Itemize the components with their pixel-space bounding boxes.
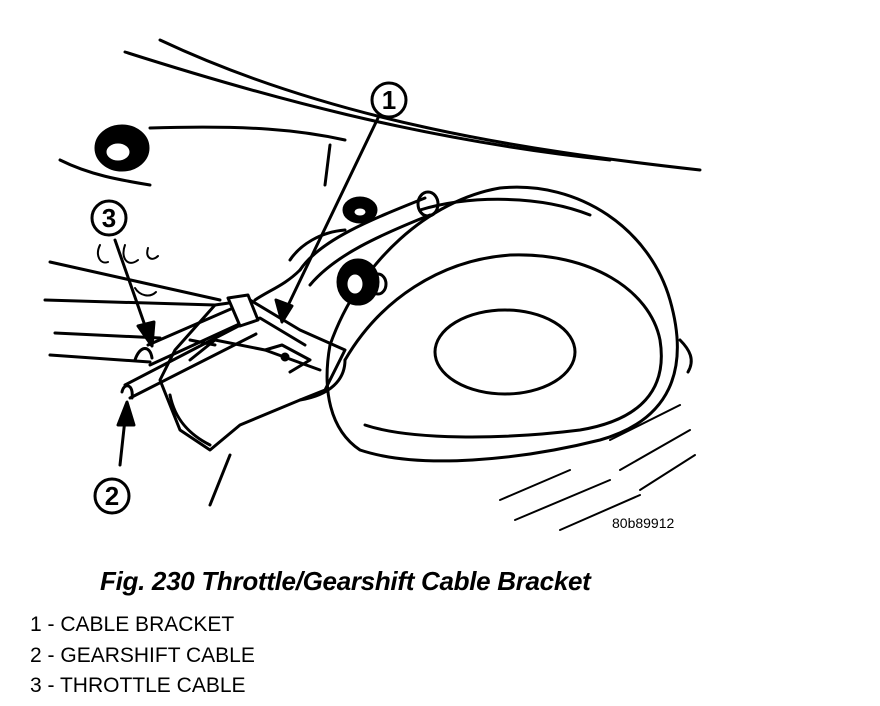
legend-item: 1 - CABLE BRACKET [30, 613, 235, 636]
hatching [97, 244, 696, 531]
callout-3: 3 [90, 199, 128, 237]
svg-text:2: 2 [105, 481, 119, 511]
svg-text:3: 3 [102, 203, 116, 233]
cable-bracket-illustration: 1 3 2 80b89912 [43, 38, 702, 531]
leader-arrows [113, 116, 380, 467]
shift-lever [288, 190, 440, 306]
callout-1: 1 [370, 81, 408, 119]
transmission-housing [325, 185, 693, 463]
grommet [94, 124, 150, 172]
legend-item: 2 - GEARSHIFT CABLE [30, 643, 255, 667]
arrow-1-line [280, 116, 380, 320]
legend-item: 3 - THROTTLE CABLE [30, 674, 246, 697]
figure-caption: Fig. 230 Throttle/Gearshift Cable Bracke… [100, 566, 591, 596]
arrow-3-head [136, 320, 156, 348]
drawing-code: 80b89912 [612, 515, 675, 531]
arrow-1-head [274, 298, 294, 324]
body-panel-lines [43, 38, 702, 364]
arrow-2-head [116, 400, 136, 427]
cable-bracket [158, 298, 347, 507]
callout-2: 2 [93, 477, 131, 515]
cables [120, 268, 302, 400]
svg-text:1: 1 [382, 85, 396, 115]
legend: 1 - CABLE BRACKET 2 - GEARSHIFT CABLE 3 … [30, 610, 255, 702]
